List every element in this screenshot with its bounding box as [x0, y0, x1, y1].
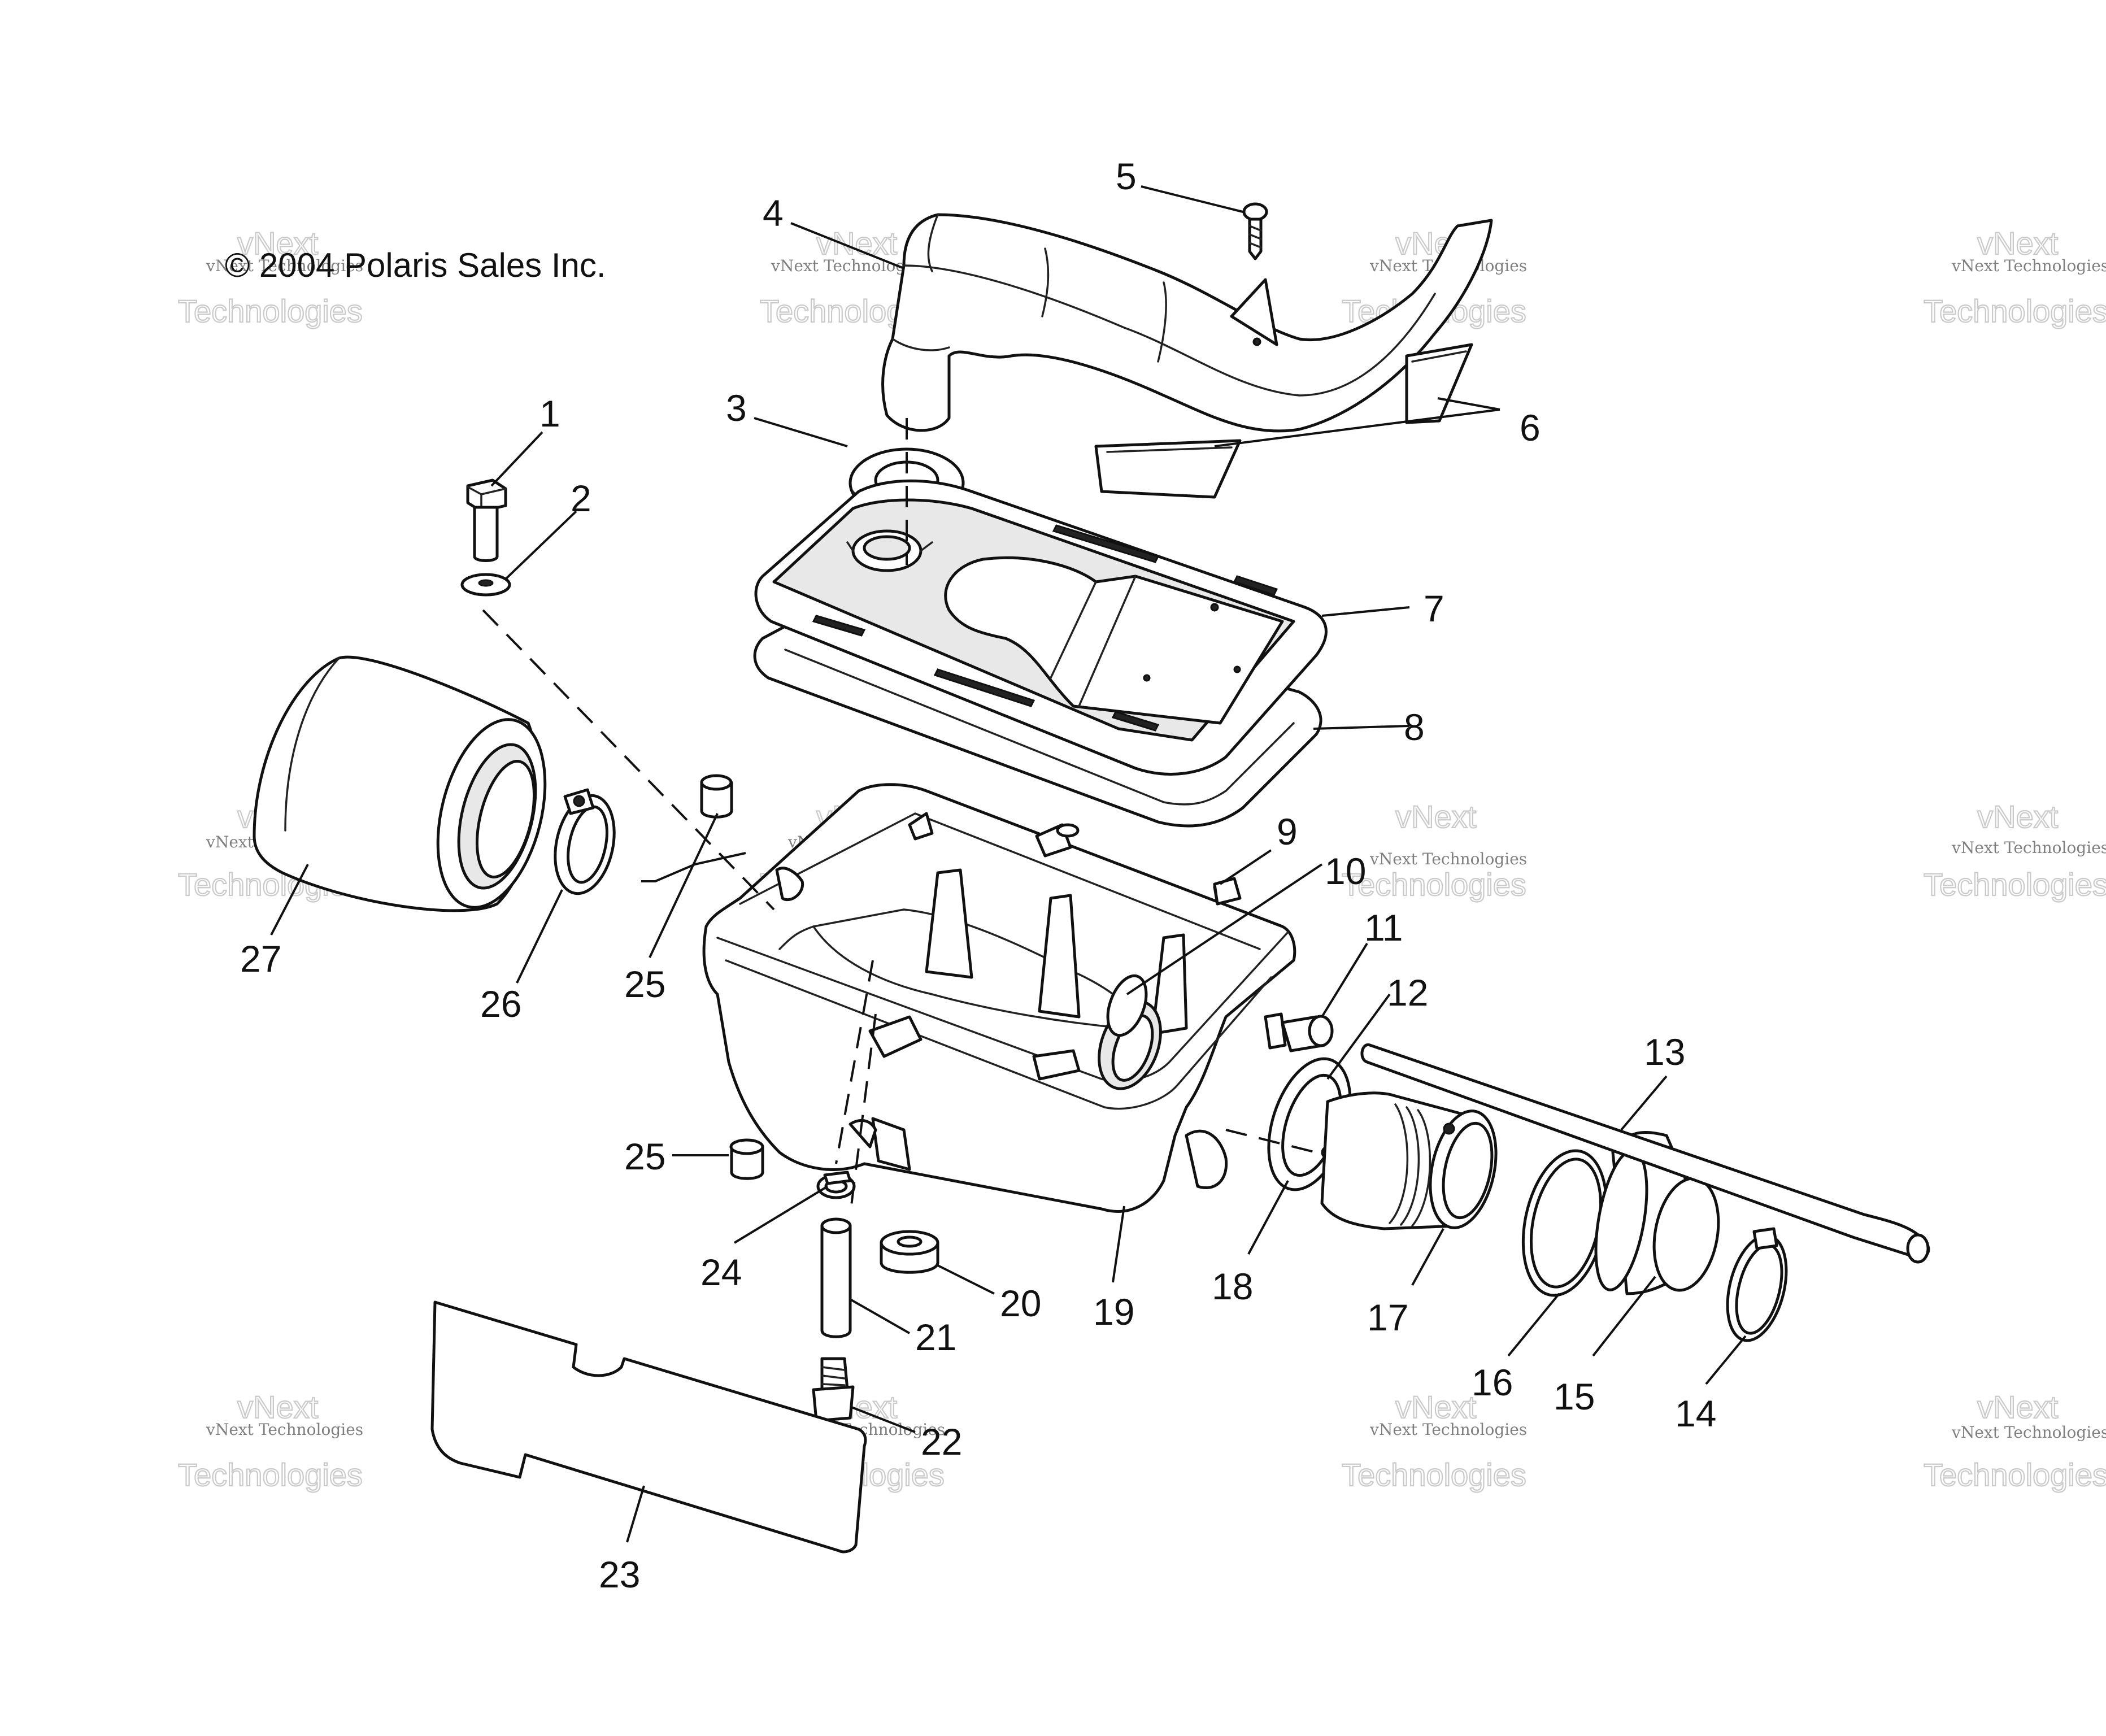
- copyright-notice: © 2004 Polaris Sales Inc.: [225, 246, 606, 284]
- callout-15: 15: [1554, 1376, 1595, 1417]
- watermark-middle-right-center: vNext Technologies vNext Technologies: [1341, 798, 1527, 903]
- svg-text:vNext: vNext: [1977, 1389, 2059, 1425]
- callout-12: 12: [1387, 972, 1428, 1013]
- callout-25-lower: 25: [624, 1135, 665, 1177]
- svg-text:Technologies: Technologies: [1342, 1457, 1526, 1493]
- watermark-top-center: vNext Technologies vNext Technologies: [759, 225, 945, 329]
- callout-5: 5: [1116, 155, 1137, 197]
- callout-9: 9: [1277, 811, 1298, 852]
- callout-17: 17: [1367, 1296, 1408, 1338]
- callout-8: 8: [1404, 706, 1425, 748]
- part-clamp-24: [816, 1171, 856, 1199]
- part-hose-clamp-26: [554, 788, 616, 895]
- svg-text:vNext: vNext: [1977, 799, 2059, 834]
- callout-6: 6: [1520, 407, 1541, 449]
- svg-text:vNext Technologies: vNext Technologies: [1951, 1423, 2106, 1442]
- watermark-top-left: vNext Technologies vNext Technologies: [177, 225, 363, 329]
- callout-18: 18: [1212, 1265, 1253, 1307]
- part-air-filter: [253, 655, 547, 912]
- svg-text:vNext: vNext: [1395, 1389, 1477, 1425]
- part-bushing-11: [1264, 1012, 1334, 1052]
- callout-3: 3: [726, 387, 747, 429]
- part-drain-tube: [1360, 1043, 1930, 1264]
- svg-text:Technologies: Technologies: [1342, 867, 1526, 902]
- callout-19: 19: [1093, 1291, 1134, 1333]
- part-foam-pads: [1094, 343, 1473, 499]
- callout-22: 22: [921, 1421, 962, 1463]
- callout-21: 21: [915, 1316, 956, 1358]
- part-intake-duct: [881, 213, 1493, 433]
- part-spacer-lower: [729, 1138, 764, 1180]
- callout-labels: 1 2 3 4 5 6 7 8 9 10 11 12 13 14 15 16 1…: [240, 155, 1716, 1595]
- svg-text:Technologies: Technologies: [1924, 867, 2106, 902]
- callout-20: 20: [1000, 1282, 1041, 1324]
- callout-7: 7: [1424, 588, 1444, 629]
- part-spacer-upper: [700, 774, 733, 819]
- watermark-middle-right: vNext Technologies vNext Technologies: [1923, 798, 2106, 903]
- svg-text:Technologies: Technologies: [1924, 293, 2106, 329]
- svg-text:vNext Technologies: vNext Technologies: [1951, 838, 2106, 857]
- svg-text:vNext: vNext: [1395, 799, 1477, 834]
- watermark-bottom-right-center: vNext Technologies vNext Technologies: [1341, 1389, 1527, 1493]
- part-bushing-10: [1106, 974, 1148, 1037]
- svg-text:Technologies: Technologies: [178, 293, 363, 329]
- callout-leaders: [270, 185, 1747, 1543]
- svg-text:vNext: vNext: [816, 225, 898, 261]
- callout-26: 26: [480, 983, 521, 1025]
- svg-text:vNext: vNext: [237, 225, 319, 261]
- watermark-top-right: vNext Technologies vNext Technologies: [1923, 225, 2106, 329]
- callout-23: 23: [599, 1554, 640, 1595]
- svg-text:vNext Technologies: vNext Technologies: [206, 1420, 363, 1439]
- callout-11: 11: [1364, 907, 1403, 949]
- callout-27: 27: [240, 938, 281, 980]
- callout-25-upper: 25: [624, 963, 665, 1005]
- svg-text:vNext: vNext: [237, 1389, 319, 1425]
- svg-text:vNext Technologies: vNext Technologies: [1951, 256, 2106, 275]
- callout-16: 16: [1472, 1361, 1513, 1403]
- svg-text:vNext Technologies: vNext Technologies: [1369, 1420, 1527, 1439]
- part-clip: [1213, 877, 1242, 906]
- svg-text:Technologies: Technologies: [1924, 1457, 2106, 1493]
- part-airbox-lid: [754, 479, 1328, 776]
- part-bushing-20: [880, 1230, 939, 1274]
- callout-1: 1: [539, 393, 560, 434]
- part-hose-clamp-14: [1726, 1227, 1788, 1342]
- assembly-guide-lines: [482, 418, 1317, 1215]
- part-heat-shield: [430, 1300, 867, 1554]
- callout-13: 13: [1644, 1031, 1685, 1073]
- part-bolt: [466, 478, 507, 562]
- part-drain-fitting: [812, 1357, 855, 1422]
- callout-4: 4: [763, 192, 784, 234]
- svg-text:vNext Technologies: vNext Technologies: [1369, 850, 1527, 868]
- part-washer: [460, 573, 511, 597]
- svg-text:vNext: vNext: [1977, 225, 2059, 261]
- callout-14: 14: [1675, 1393, 1716, 1434]
- part-ring-16: [1521, 1149, 1608, 1297]
- callout-10: 10: [1325, 850, 1366, 892]
- watermark-bottom-right: vNext Technologies vNext Technologies: [1923, 1389, 2106, 1493]
- part-outlet-boot: [1320, 1091, 1498, 1230]
- svg-text:Technologies: Technologies: [178, 1457, 363, 1493]
- callout-24: 24: [700, 1251, 742, 1293]
- callout-2: 2: [571, 477, 591, 519]
- svg-text:vNext Technologies: vNext Technologies: [206, 256, 363, 275]
- part-drain-hose: [820, 1217, 852, 1338]
- part-screw: [1242, 202, 1268, 260]
- watermark-bottom-left: vNext Technologies vNext Technologies: [177, 1389, 363, 1493]
